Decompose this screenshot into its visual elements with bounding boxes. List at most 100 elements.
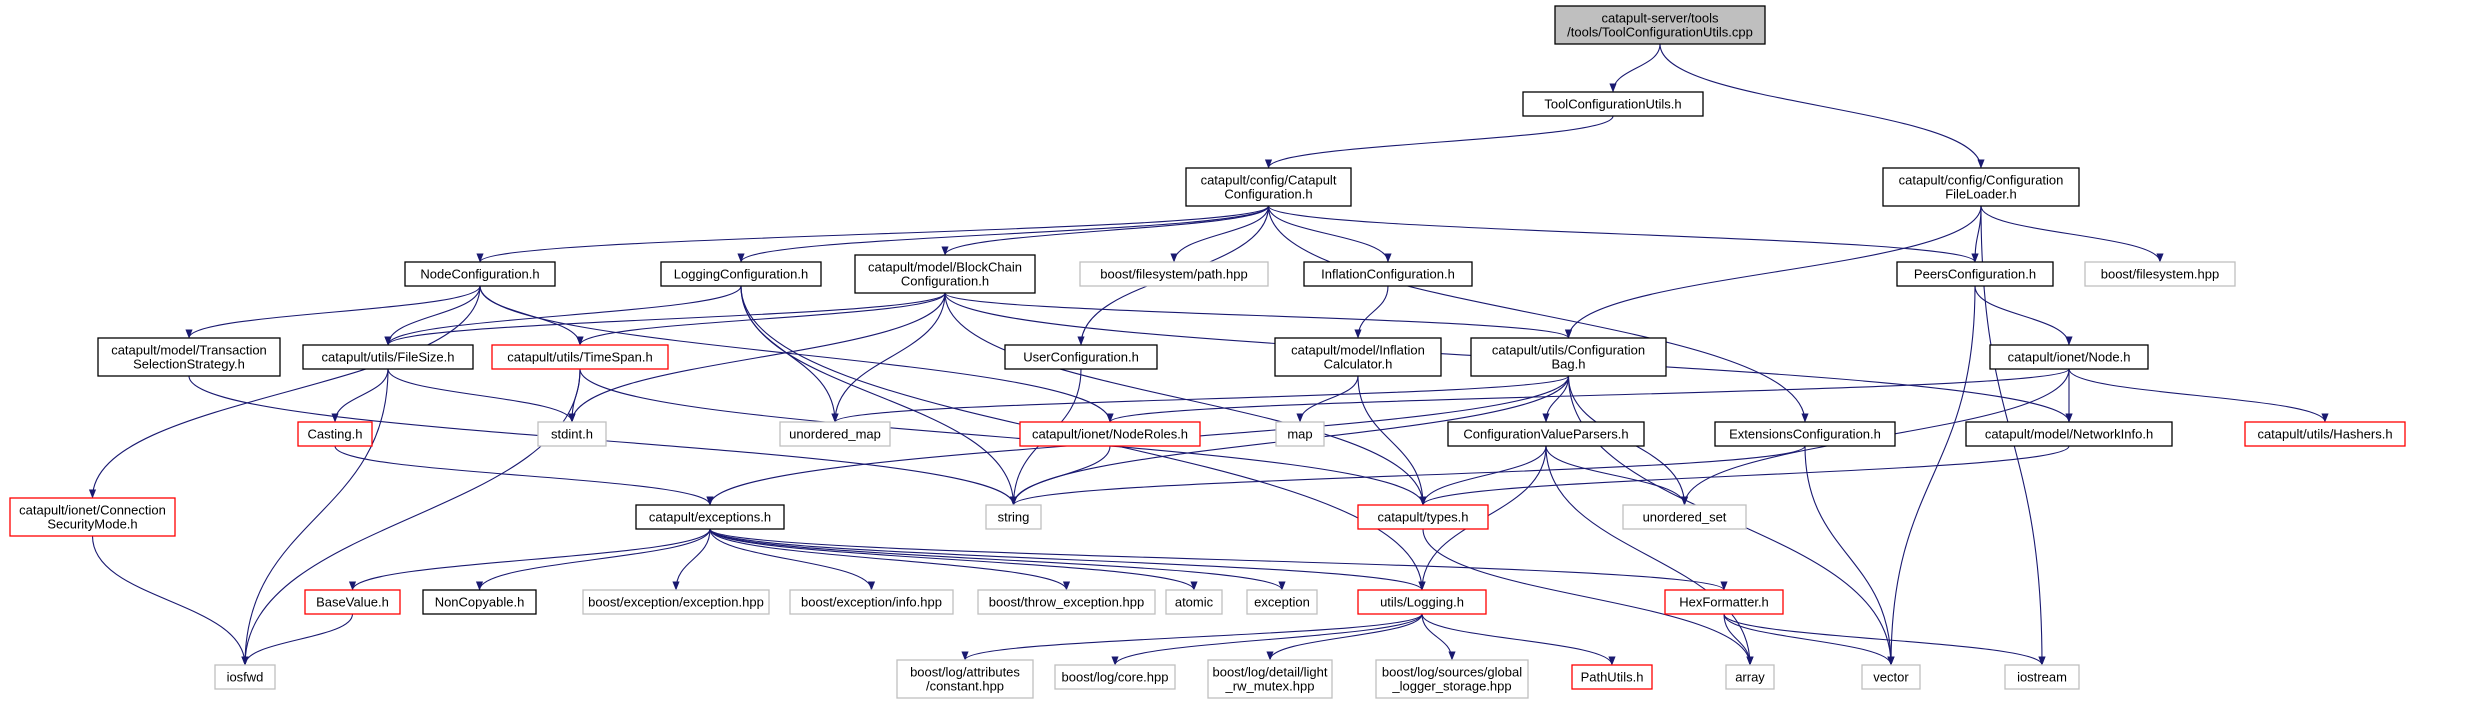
node-label-inflcalc: Calculator.h — [1324, 357, 1393, 372]
node-bthrow: boost/throw_exception.hpp — [977, 589, 1156, 615]
node-inflcfg[interactable]: InflationConfiguration.h — [1303, 261, 1473, 287]
node-pathutils[interactable]: PathUtils.h — [1571, 664, 1653, 690]
node-label-binfo: boost/exception/info.hpp — [801, 595, 942, 610]
edge-basevalue-to-iosfwd — [241, 613, 354, 666]
node-label-cvparsers: ConfigurationValueParsers.h — [1463, 427, 1628, 442]
node-netinfo[interactable]: catapult/model/NetworkInfo.h — [1965, 421, 2173, 447]
edge-cvparsers-to-uset — [1545, 445, 1689, 506]
node-label-fshpp: boost/filesystem.hpp — [2101, 267, 2220, 282]
node-label-map: map — [1287, 427, 1312, 442]
edge-logging-to-blight — [1266, 613, 1423, 661]
edge-catcfg-to-bccfg — [941, 205, 1270, 256]
node-label-cfgbag: catapult/utils/Configuration — [1492, 343, 1645, 358]
node-string: string — [985, 504, 1042, 530]
node-label-root: catapult-server/tools — [1601, 11, 1719, 26]
edge-filesize-to-stdint — [387, 368, 576, 423]
edge-cfgloader-to-cfgbag — [1564, 205, 1982, 339]
node-box-vector — [1861, 664, 1921, 690]
node-exception: exception — [1246, 589, 1318, 615]
node-usercfg[interactable]: UserConfiguration.h — [1004, 344, 1158, 370]
node-label-battr: /constant.hpp — [926, 679, 1004, 694]
edge-peerscfg-to-ionetnode — [1974, 285, 2073, 346]
node-box-cvparsers — [1447, 421, 1645, 447]
edge-casting-to-exceptions — [334, 445, 714, 506]
edge-noderoles-to-string — [1009, 445, 1111, 506]
edge-hexfmt-to-iostream — [1723, 613, 2046, 666]
node-box-exceptions — [635, 504, 785, 530]
node-label-usercfg: UserConfiguration.h — [1023, 350, 1139, 365]
node-cfgloader[interactable]: catapult/config/ConfigurationFileLoader.… — [1882, 167, 2080, 207]
node-box-map — [1275, 421, 1325, 447]
node-noncopyable[interactable]: NonCopyable.h — [422, 589, 537, 615]
edge-exceptions-to-bexc — [672, 528, 711, 591]
node-logging[interactable]: utils/Logging.h — [1357, 589, 1487, 615]
edge-exceptions-to-basevalue — [349, 528, 711, 591]
edge-types-to-array — [1422, 528, 1754, 666]
node-layer: catapult-server/tools/tools/ToolConfigur… — [9, 5, 2406, 699]
edge-filesize-to-casting — [331, 368, 389, 423]
node-box-connsec — [9, 497, 176, 537]
node-label-toolcfg: ToolConfigurationUtils.h — [1544, 97, 1681, 112]
edge-exceptions-to-exception — [709, 528, 1286, 591]
node-box-array — [1725, 664, 1775, 690]
node-logcfg[interactable]: LoggingConfiguration.h — [660, 261, 822, 287]
node-root[interactable]: catapult-server/tools/tools/ToolConfigur… — [1554, 5, 1766, 45]
node-txsel[interactable]: catapult/model/TransactionSelectionStrat… — [97, 337, 281, 377]
node-label-catcfg: Configuration.h — [1224, 187, 1312, 202]
node-box-battr — [896, 659, 1034, 699]
edge-catcfg-to-peerscfg — [1267, 205, 1979, 263]
node-basevalue[interactable]: BaseValue.h — [304, 589, 401, 615]
edge-exceptions-to-logging — [709, 528, 1426, 591]
node-label-hexfmt: HexFormatter.h — [1679, 595, 1769, 610]
node-filesize[interactable]: catapult/utils/FileSize.h — [302, 344, 474, 370]
edge-exceptions-to-binfo — [709, 528, 876, 591]
node-label-bthrow: boost/throw_exception.hpp — [989, 595, 1144, 610]
node-box-inflcalc — [1274, 337, 1442, 377]
node-cvparsers[interactable]: ConfigurationValueParsers.h — [1447, 421, 1645, 447]
node-binfo: boost/exception/info.hpp — [789, 589, 954, 615]
node-noderoles[interactable]: catapult/ionet/NodeRoles.h — [1019, 421, 1201, 447]
node-toolcfg[interactable]: ToolConfigurationUtils.h — [1522, 91, 1704, 117]
node-box-fshpp — [2084, 261, 2236, 287]
node-ionetnode[interactable]: catapult/ionet/Node.h — [1989, 344, 2149, 370]
edge-cfgloader-to-fshpp — [1980, 205, 2164, 263]
edge-inflcalc-to-map — [1296, 375, 1359, 423]
node-box-logcfg — [660, 261, 822, 287]
node-atomic: atomic — [1165, 589, 1223, 615]
node-box-bexc — [582, 589, 770, 615]
edge-catcfg-to-inflcfg — [1267, 205, 1392, 263]
node-label-noncopyable: NonCopyable.h — [435, 595, 525, 610]
edge-nodecfg-to-noderoles — [479, 285, 1114, 423]
node-extcfg[interactable]: ExtensionsConfiguration.h — [1714, 421, 1896, 447]
node-label-string: string — [998, 510, 1030, 525]
edge-bccfg-to-filesize — [384, 292, 946, 346]
node-peerscfg[interactable]: PeersConfiguration.h — [1896, 261, 2054, 287]
edge-nodecfg-to-filesize — [384, 285, 481, 346]
node-nodecfg[interactable]: NodeConfiguration.h — [404, 261, 556, 287]
node-fshpp: boost/filesystem.hpp — [2084, 261, 2236, 287]
node-casting[interactable]: Casting.h — [297, 421, 373, 447]
node-label-bcore: boost/log/core.hpp — [1062, 670, 1169, 685]
node-box-types — [1357, 504, 1489, 530]
edge-cvparsers-to-types — [1419, 445, 1547, 506]
edge-bccfg-to-timespan — [576, 292, 946, 346]
node-box-bglobal — [1375, 659, 1529, 699]
node-label-inflcfg: InflationConfiguration.h — [1321, 267, 1455, 282]
node-box-root — [1554, 5, 1766, 45]
node-timespan[interactable]: catapult/utils/TimeSpan.h — [491, 344, 669, 370]
node-box-netinfo — [1965, 421, 2173, 447]
node-hexfmt[interactable]: HexFormatter.h — [1664, 589, 1784, 615]
node-box-cfgloader — [1882, 167, 2080, 207]
node-exceptions[interactable]: catapult/exceptions.h — [635, 504, 785, 530]
node-hashers[interactable]: catapult/utils/Hashers.h — [2244, 421, 2406, 447]
node-label-uset: unordered_set — [1643, 510, 1727, 525]
node-label-connsec: catapult/ionet/Connection — [19, 503, 166, 518]
node-types[interactable]: catapult/types.h — [1357, 504, 1489, 530]
node-box-timespan — [491, 344, 669, 370]
node-label-umap: unordered_map — [789, 427, 881, 442]
